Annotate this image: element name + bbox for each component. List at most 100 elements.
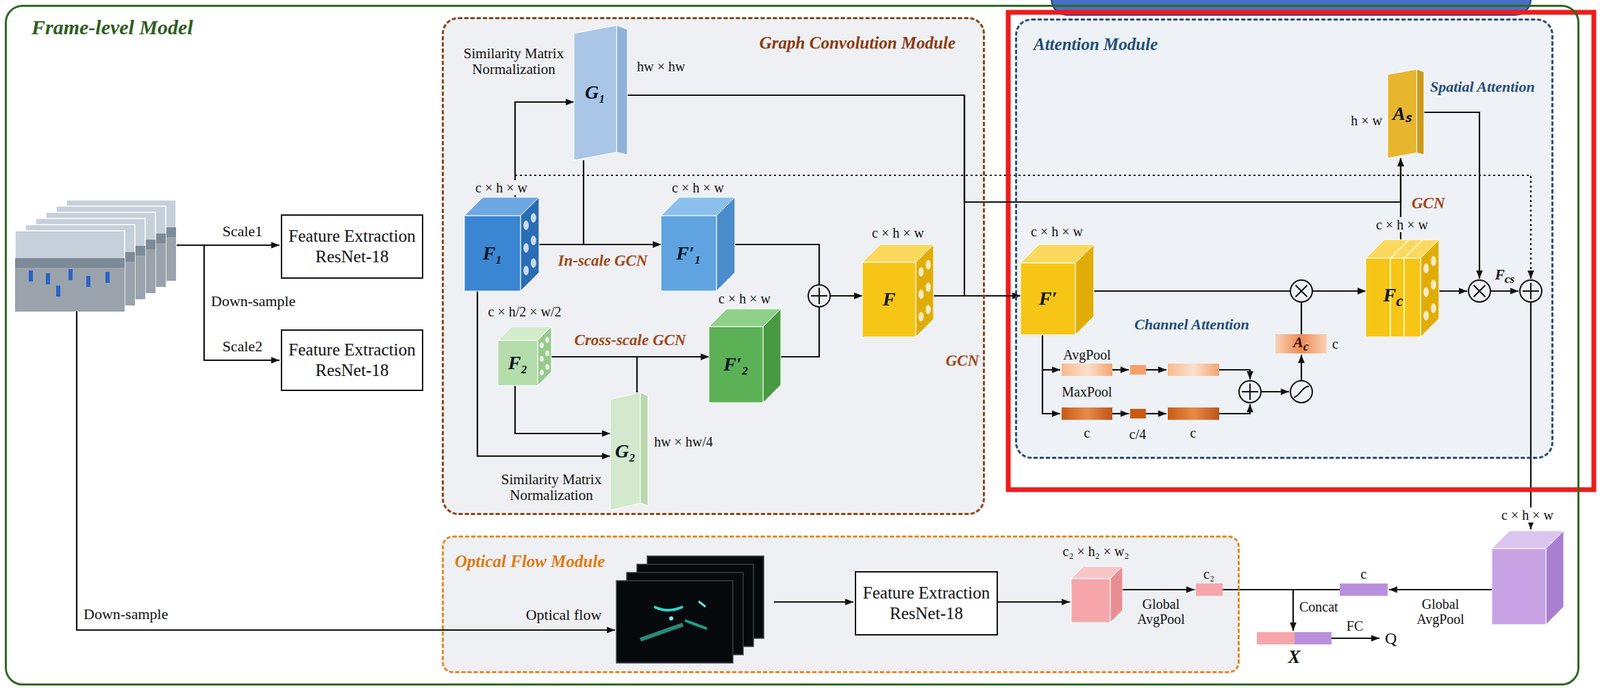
wire bbox=[1222, 589, 1340, 591]
annotation-label: Down-sample bbox=[210, 293, 296, 310]
symbol-label: Ac bbox=[1293, 334, 1309, 354]
connector bbox=[583, 160, 661, 245]
wire bbox=[1042, 369, 1061, 371]
node-dot bbox=[523, 220, 529, 230]
slab-side bbox=[640, 392, 648, 506]
wire bbox=[1439, 290, 1468, 292]
slab-front bbox=[573, 25, 617, 161]
node-dot bbox=[1423, 263, 1429, 274]
node-dot bbox=[918, 267, 924, 277]
annotation-label: h × w bbox=[1350, 113, 1383, 129]
annotation-label: c₂ × h₂ × w₂ bbox=[1063, 543, 1130, 559]
wire bbox=[1219, 404, 1250, 414]
node-dot bbox=[539, 356, 544, 362]
annotation-label: Fcs bbox=[1493, 267, 1518, 286]
wire bbox=[1145, 369, 1167, 371]
purple-cube-side bbox=[1545, 530, 1564, 625]
wire bbox=[773, 601, 854, 603]
pink-cube-front bbox=[1071, 578, 1111, 623]
attention-vector: Ac bbox=[1275, 334, 1327, 354]
node-dot bbox=[539, 369, 544, 376]
connector bbox=[627, 95, 1021, 296]
annotation-label: Global AvgPool bbox=[1409, 596, 1472, 627]
wire bbox=[997, 601, 1070, 603]
module-ground bbox=[1015, 18, 1554, 459]
edge-label: GCN bbox=[1409, 194, 1448, 212]
annotation-label: Global AvgPool bbox=[1130, 596, 1192, 627]
node-dot bbox=[530, 258, 536, 268]
symbol-label: X bbox=[1287, 646, 1300, 668]
wire bbox=[1122, 589, 1195, 591]
feature-cube: F′ bbox=[1020, 244, 1094, 335]
annotation-label: c × h × w bbox=[1373, 217, 1431, 233]
pink-vector bbox=[1195, 583, 1223, 596]
annotation-label: Scale1 bbox=[222, 223, 264, 240]
sum-symbol bbox=[808, 284, 831, 307]
symbol-label: F₁ bbox=[482, 243, 503, 265]
pink-cube-side bbox=[1110, 566, 1123, 623]
product-symbol bbox=[1295, 285, 1308, 298]
module-panel: Graph Convolution ModuleG₁F₁F′₁F₂F′₂G₂F bbox=[441, 17, 985, 516]
node-dot bbox=[1423, 310, 1429, 321]
edge-label: GCN bbox=[943, 352, 982, 370]
node-dot bbox=[545, 336, 549, 343]
symbol-label: G₁ bbox=[584, 82, 606, 104]
annotation-label: c bbox=[1332, 336, 1339, 352]
annotation-label: c/4 bbox=[1129, 426, 1146, 442]
sum-symbol bbox=[1239, 380, 1261, 403]
node-dot bbox=[918, 312, 924, 322]
maxpool-out bbox=[1167, 407, 1220, 420]
node-dot bbox=[1430, 256, 1436, 266]
node-dot bbox=[539, 342, 544, 348]
module-title: Attention Module bbox=[1017, 20, 1552, 55]
annotation-label: c bbox=[1190, 425, 1197, 441]
symbol-label: Aₛ bbox=[1392, 103, 1412, 125]
wire bbox=[1112, 413, 1129, 415]
annotation-label: Q bbox=[1384, 629, 1397, 648]
maxpool-vector bbox=[1061, 407, 1113, 420]
module-ground bbox=[441, 535, 1240, 674]
product-symbol bbox=[1473, 285, 1486, 298]
avgpool-vector bbox=[1061, 363, 1113, 377]
node-dot bbox=[1423, 287, 1429, 298]
avgpool-hidden bbox=[1130, 365, 1146, 375]
cube-front bbox=[708, 326, 764, 403]
feature-cube: F₁ bbox=[464, 197, 540, 292]
annotation-label: c × h × w bbox=[473, 180, 530, 196]
wire bbox=[1530, 302, 1532, 530]
sigmoid-symbol bbox=[1293, 386, 1309, 398]
annotation-label: c × h × w bbox=[1028, 223, 1085, 240]
edge-label: Cross-scale GCN bbox=[572, 331, 689, 349]
annotation-label: c bbox=[1360, 566, 1368, 582]
cube-side bbox=[520, 197, 540, 292]
wire bbox=[1331, 637, 1380, 640]
feature-cube: F₂ bbox=[497, 326, 552, 386]
process-box: Feature Extraction ResNet-18 bbox=[280, 214, 424, 279]
video-frame bbox=[15, 230, 125, 312]
node-dot bbox=[530, 213, 536, 223]
connector bbox=[636, 356, 709, 393]
annotation-label: Scale2 bbox=[222, 338, 264, 355]
sigmoid-symbol bbox=[1290, 380, 1313, 403]
product-symbol bbox=[1290, 280, 1313, 303]
annotation-label: c × h × w bbox=[1499, 507, 1556, 523]
node-dot bbox=[918, 289, 924, 299]
annotation-label: c₂ bbox=[1203, 566, 1215, 582]
wire bbox=[1389, 589, 1492, 591]
wire bbox=[1490, 290, 1519, 292]
box-label: Feature Extraction ResNet-18 bbox=[287, 226, 417, 268]
node-dot bbox=[1430, 280, 1436, 290]
annotation-label: Spatial Attention bbox=[1430, 78, 1535, 96]
wires bbox=[76, 112, 1531, 639]
wire bbox=[1112, 369, 1129, 371]
product-symbol bbox=[1468, 280, 1491, 303]
annotation-label: c × h × w bbox=[669, 180, 727, 196]
symbol-label: G₂ bbox=[615, 441, 636, 463]
connector bbox=[515, 385, 611, 434]
sum-symbol bbox=[1522, 282, 1540, 300]
annotation-label: hw × hw/4 bbox=[654, 434, 714, 450]
node-dot bbox=[523, 265, 529, 275]
wire bbox=[1145, 413, 1167, 415]
node-dot bbox=[545, 364, 549, 370]
